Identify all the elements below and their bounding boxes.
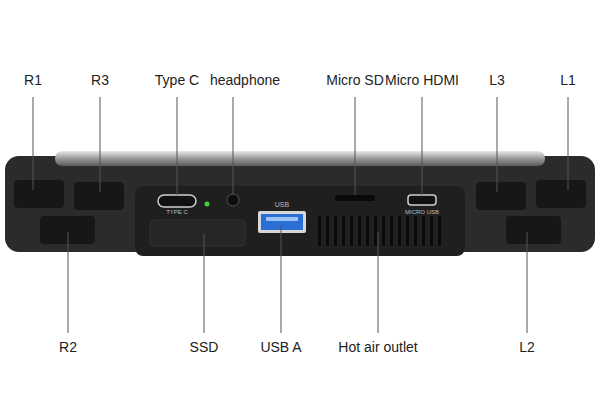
part-label: L1 bbox=[560, 72, 576, 88]
port-marking: MICRO USB bbox=[405, 209, 439, 216]
part-label: Micro SD bbox=[326, 72, 384, 88]
part-label: Type C bbox=[155, 72, 199, 88]
part-label: L2 bbox=[519, 339, 535, 355]
part-label: Hot air outlet bbox=[338, 339, 417, 355]
port-marking: USB bbox=[275, 201, 289, 209]
part-label: R3 bbox=[91, 72, 109, 88]
part-label: L3 bbox=[489, 72, 505, 88]
part-label: SSD bbox=[190, 339, 219, 355]
part-label: headphone bbox=[210, 72, 280, 88]
part-label: USB A bbox=[260, 339, 301, 355]
part-label: R1 bbox=[24, 72, 42, 88]
port-marking: TYPE C bbox=[166, 209, 188, 216]
part-label: Micro HDMI bbox=[385, 72, 459, 88]
part-label: R2 bbox=[59, 339, 77, 355]
